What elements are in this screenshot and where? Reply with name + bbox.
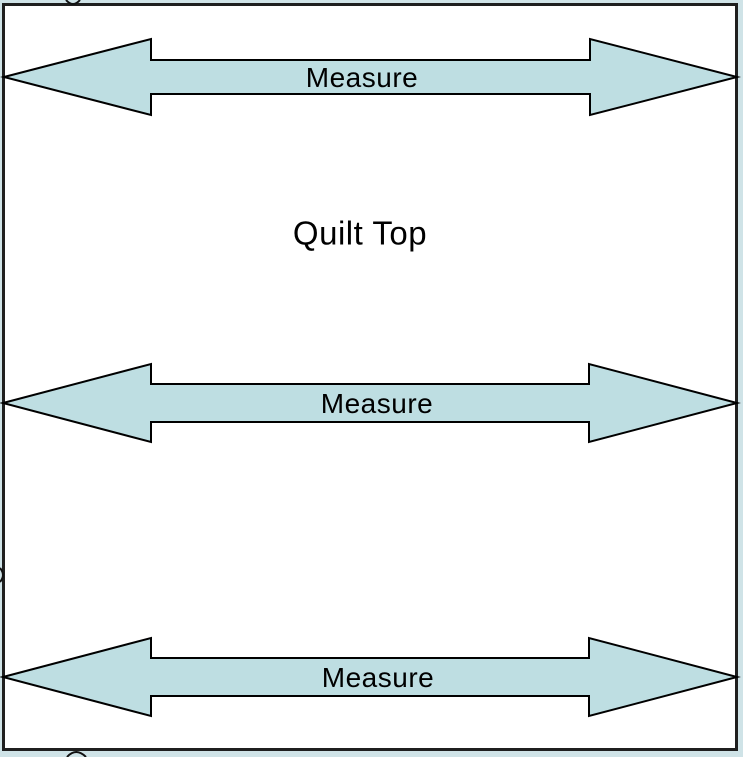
measure-label-top: Measure bbox=[305, 62, 419, 93]
measure-arrow-1 bbox=[0, 37, 741, 117]
cropped-character-fragment-top bbox=[65, 0, 81, 5]
measure-arrow-3 bbox=[0, 636, 741, 718]
measure-label-bottom: Measure bbox=[321, 662, 435, 693]
cropped-character-fragment-left bbox=[0, 567, 4, 583]
measure-arrow-2 bbox=[0, 362, 741, 444]
cropped-character-fragment-bottom bbox=[66, 751, 87, 757]
measure-label-middle: Measure bbox=[320, 388, 434, 419]
quilt-top-title: Quilt Top bbox=[292, 214, 428, 252]
